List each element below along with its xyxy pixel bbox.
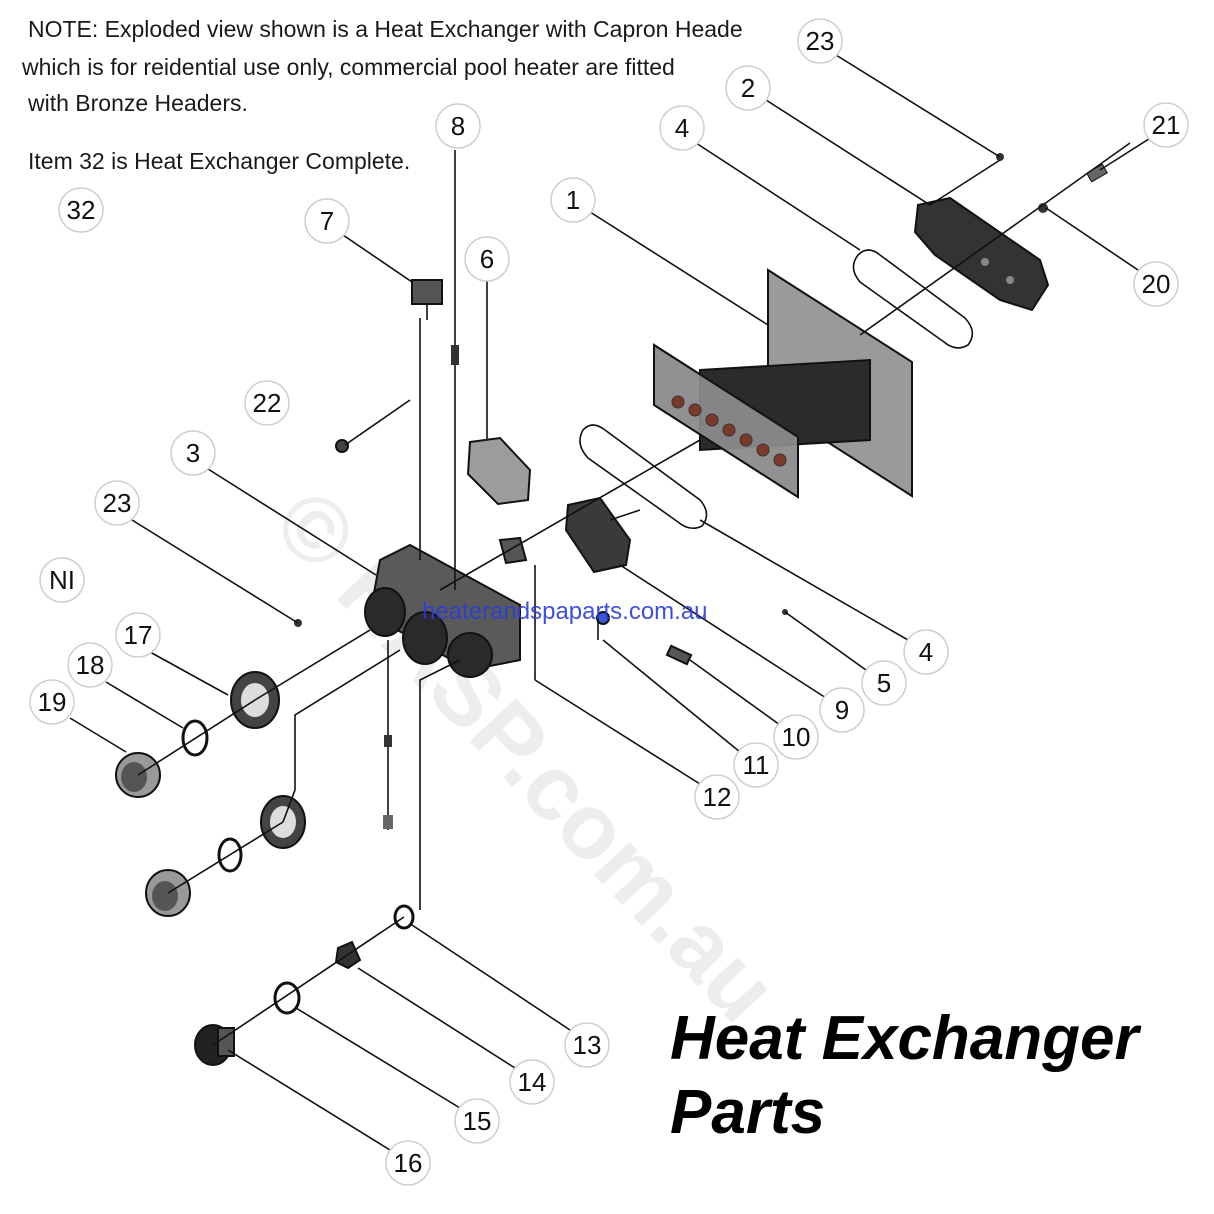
callout-2: 2 [725, 65, 771, 111]
svg-text:22: 22 [253, 388, 282, 418]
svg-text:5: 5 [877, 668, 891, 698]
svg-text:17: 17 [124, 620, 153, 650]
svg-text:19: 19 [38, 687, 67, 717]
svg-text:7: 7 [320, 206, 334, 236]
callout-1: 1 [550, 177, 596, 223]
svg-text:21: 21 [1152, 110, 1181, 140]
callout-14: 14 [509, 1059, 555, 1105]
part-oring-lower [217, 837, 243, 873]
callout-12: 12 [694, 774, 740, 820]
part-oring-18 [181, 719, 209, 757]
svg-text:11: 11 [743, 750, 770, 780]
svg-text:NI: NI [49, 565, 75, 595]
callout-5: 5 [861, 660, 907, 706]
svg-text:8: 8 [451, 111, 465, 141]
part-nut-10 [596, 611, 610, 625]
svg-text:15: 15 [463, 1106, 492, 1136]
svg-text:20: 20 [1142, 269, 1171, 299]
part-spring-11 [665, 644, 693, 666]
note-line-1: NOTE: Exploded view shown is a Heat Exch… [28, 16, 743, 42]
callout-15: 15 [454, 1098, 500, 1144]
part-bracket [466, 436, 532, 506]
part-rear-gasket [852, 249, 974, 349]
svg-text:18: 18 [76, 650, 105, 680]
part-sensor-lower [383, 640, 393, 830]
svg-text:6: 6 [480, 244, 494, 274]
svg-text:4: 4 [675, 113, 689, 143]
svg-text:13: 13 [573, 1030, 602, 1060]
svg-text:12: 12 [703, 782, 732, 812]
svg-text:3: 3 [186, 438, 200, 468]
title-line-2: Parts [670, 1078, 826, 1147]
svg-text:1: 1 [566, 185, 580, 215]
part-rear-header [913, 196, 1050, 312]
svg-text:2: 2 [741, 73, 755, 103]
part-plug-16 [194, 1024, 235, 1066]
callout-8: 8 [435, 103, 481, 149]
callout-32: 32 [58, 187, 104, 233]
callout-10: 10 [773, 714, 819, 760]
note-item-32: Item 32 is Heat Exchanger Complete. [28, 148, 411, 174]
svg-text:23: 23 [103, 488, 132, 518]
note-line-2: which is for reidential use only, commer… [22, 54, 675, 80]
callout-13: 13 [564, 1022, 610, 1068]
part-oring-15 [273, 981, 301, 1015]
callout-NI: NI [39, 557, 85, 603]
callout-20: 20 [1133, 261, 1179, 307]
callout-3: 3 [170, 430, 216, 476]
callout-18: 18 [67, 642, 113, 688]
svg-text:23: 23 [806, 26, 835, 56]
callout-11: 11 [733, 742, 779, 788]
part-oring-13 [393, 904, 415, 930]
part-sensor-probe-8 [451, 150, 459, 590]
callout-4-right: 4 [903, 629, 949, 675]
watermark-site-url: heaterandspaparts.com.au [422, 598, 708, 625]
part-fitting-22 [335, 439, 349, 453]
part-front-gasket [579, 424, 708, 530]
callout-23-left: 23 [94, 480, 140, 526]
svg-text:16: 16 [394, 1148, 423, 1178]
part-heat-exchanger-core [653, 268, 913, 499]
svg-text:4: 4 [919, 637, 933, 667]
svg-text:10: 10 [782, 722, 811, 752]
callout-9: 9 [819, 687, 865, 733]
callout-23-top: 23 [797, 18, 843, 64]
callout-6: 6 [464, 236, 510, 282]
svg-text:14: 14 [518, 1067, 547, 1097]
callout-leaders [69, 54, 1153, 1151]
callout-19: 19 [29, 679, 75, 725]
svg-text:9: 9 [835, 695, 849, 725]
callout-4-top: 4 [659, 105, 705, 151]
title-line-1: Heat Exchanger [670, 1004, 1139, 1073]
callout-17: 17 [115, 612, 161, 658]
part-flow-control [498, 496, 632, 574]
callout-7: 7 [304, 198, 350, 244]
part-pressure-switch [411, 279, 443, 320]
part-front-header [364, 543, 521, 678]
callout-21: 21 [1143, 102, 1189, 148]
callout-16: 16 [385, 1140, 431, 1186]
callout-22: 22 [244, 380, 290, 426]
assembly-axis-lines [137, 142, 1131, 1046]
svg-text:32: 32 [67, 195, 96, 225]
note-line-3: with Bronze Headers. [28, 90, 248, 116]
